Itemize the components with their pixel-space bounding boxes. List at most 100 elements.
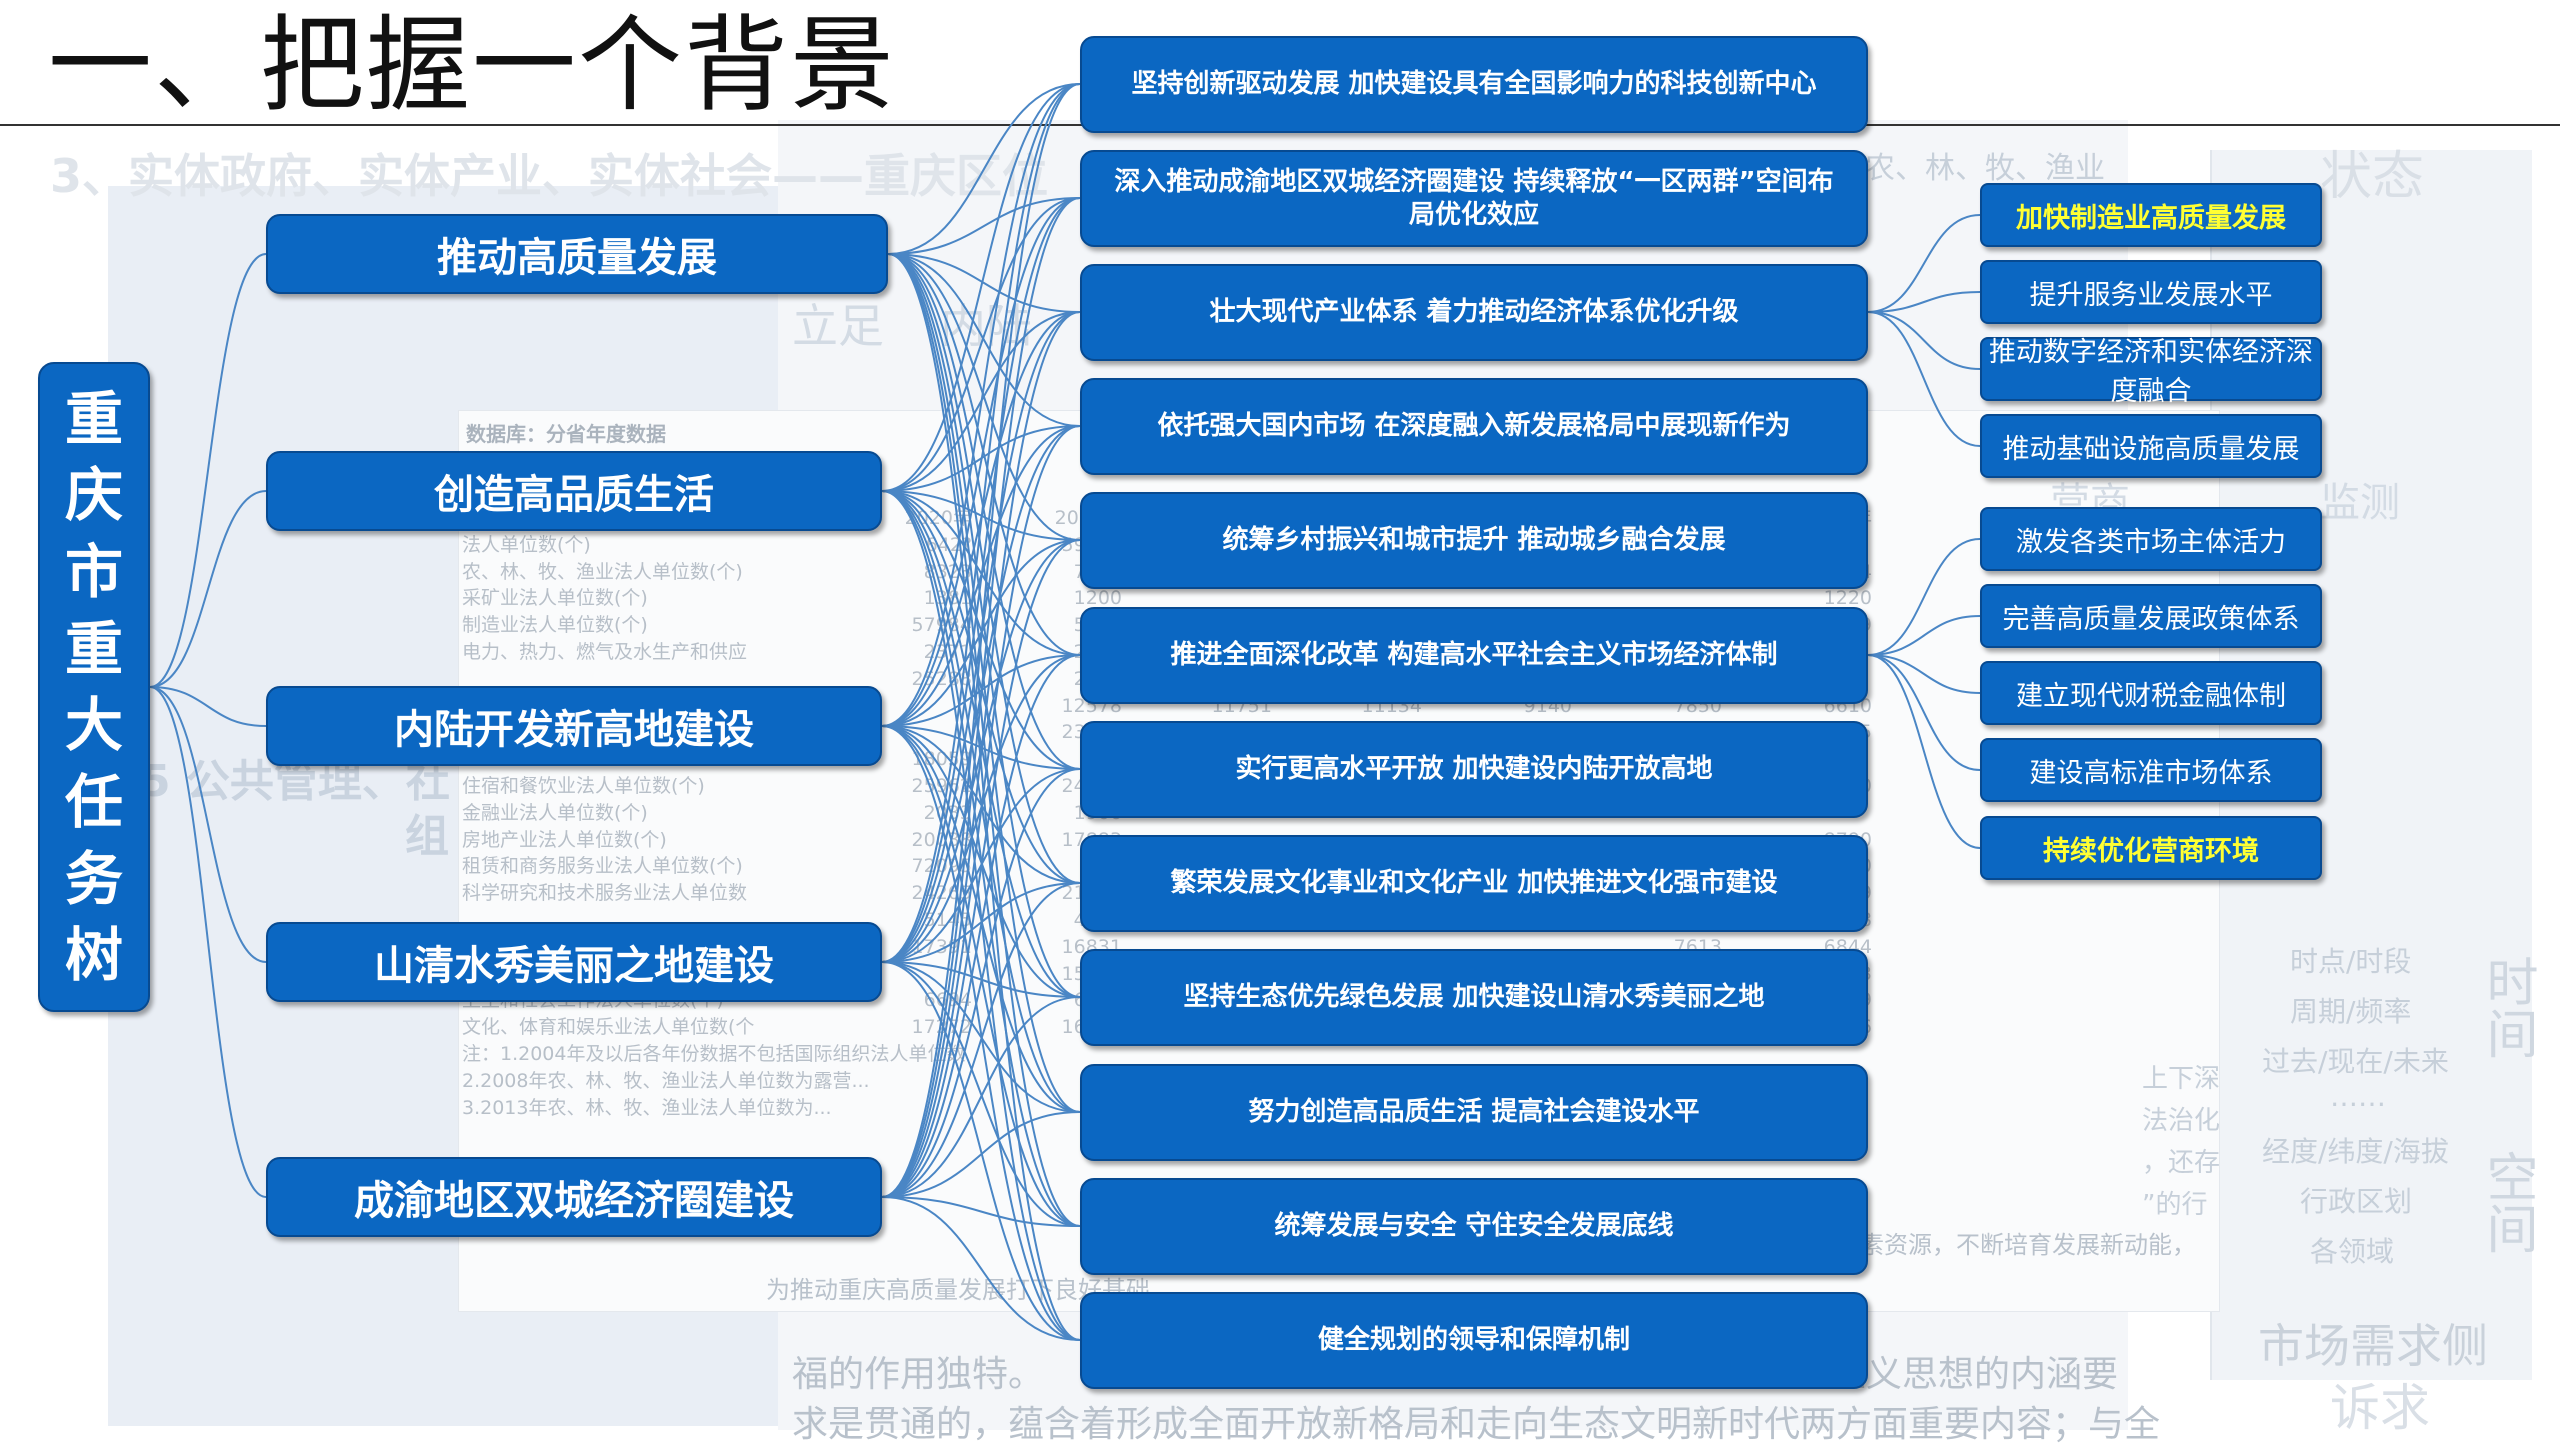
task-node-high-quality-life: 创造高品质生活 [266, 451, 882, 531]
bg-mid-text: 素资源，不断培育发展新动能， [1860, 1231, 2196, 1259]
connector-task-to-plan [887, 253, 1081, 656]
task-node-chengyu-circle: 成渝地区双城经济圈建设 [266, 1157, 882, 1237]
connector-plan-to-detail [1867, 311, 1981, 370]
connector-task-to-plan [881, 83, 1081, 492]
connector-task-to-plan [887, 253, 1081, 1227]
connector-task-to-plan [887, 253, 1081, 1341]
bg-lower-text: 主义思想的内涵要 [1830, 1354, 2119, 1395]
connector-plan-to-detail [1867, 654, 1981, 849]
connector-task-to-plan [881, 425, 1081, 1198]
root-char: 重 [64, 384, 123, 453]
bg-right-fragment: 法治化 [2142, 1106, 2221, 1136]
connector-task-to-plan [887, 197, 1081, 255]
task-node-beautiful-land: 山清水秀美丽之地建设 [266, 922, 882, 1002]
connector-task-to-plan [881, 768, 1081, 963]
connector-task-to-plan [881, 961, 1081, 998]
detail-node-manufacturing: 加快制造业高质量发展 [1980, 183, 2322, 247]
connector-task-to-plan [881, 654, 1081, 1198]
connector-root-to-task [149, 490, 267, 688]
root-char: 树 [64, 921, 123, 990]
connector-task-to-plan [881, 197, 1081, 1198]
plan-node-urban-rural: 统筹乡村振兴和城市提升 推动城乡融合发展 [1080, 492, 1868, 589]
connector-task-to-plan [881, 311, 1081, 492]
connector-task-to-plan [881, 1111, 1081, 1198]
plan-node-innovation: 坚持创新驱动发展 加快建设具有全国影响力的科技创新中心 [1080, 36, 1868, 133]
plan-node-quality-life: 努力创造高品质生活 提高社会建设水平 [1080, 1064, 1868, 1161]
bg-right-fragment: 上下深 [2142, 1064, 2221, 1094]
plan-node-domestic-market: 依托强大国内市场 在深度融入新发展格局中展现新作为 [1080, 378, 1868, 475]
connector-task-to-plan [881, 83, 1081, 963]
detail-node-business-environment: 持续优化营商环境 [1980, 816, 2322, 880]
bg-panel-left [108, 186, 798, 1426]
connector-task-to-plan [881, 311, 1081, 1198]
connector-task-to-plan [881, 654, 1081, 727]
detail-node-fiscal-finance: 建立现代财税金融体制 [1980, 661, 2322, 725]
connector-task-to-plan [881, 311, 1081, 963]
connector-task-to-plan [887, 253, 1081, 313]
connector-root-to-task [149, 686, 267, 727]
bg-lower-text: 求是贯通的，蕴含着形成全面开放新格局和走向生态文明新时代两方面重要内容；与全 [792, 1404, 2161, 1445]
bg-side-row: 过去/现在/未来 [2262, 1045, 2449, 1078]
connector-task-to-plan [887, 253, 1081, 884]
detail-node-market-system: 建设高标准市场体系 [1980, 738, 2322, 802]
root-node: 重 庆 市 重 大 任 务 树 [38, 362, 150, 1012]
connector-task-to-plan [887, 253, 1081, 541]
bg-side-row: 经度/纬度/海拔 [2262, 1135, 2449, 1168]
connector-task-to-plan [881, 725, 1081, 1113]
connector-task-to-plan [887, 253, 1081, 427]
root-char: 重 [64, 614, 123, 683]
connector-root-to-task [149, 253, 267, 688]
bg-label-market: 市场需求侧 [2258, 1319, 2488, 1373]
root-char: 大 [64, 691, 123, 760]
detail-node-market-players: 激发各类市场主体活力 [1980, 507, 2322, 571]
bg-label-kongjian: 空间 [2477, 1150, 2537, 1254]
connector-task-to-plan [881, 490, 1081, 541]
detail-node-infrastructure: 推动基础设施高质量发展 [1980, 414, 2322, 478]
bg-side-row: 各领域 [2310, 1235, 2395, 1268]
connector-plan-to-detail [1867, 654, 1981, 694]
connector-task-to-plan [881, 539, 1081, 963]
plan-node-security: 统筹发展与安全 守住安全发展底线 [1080, 1178, 1868, 1275]
connector-task-to-plan [881, 882, 1081, 963]
connector-task-to-plan [881, 996, 1081, 1198]
plan-node-chengyu-spatial: 深入推动成渝地区双城经济圈建设 持续释放“一区两群”空间布局优化效应 [1080, 150, 1868, 247]
connector-task-to-plan [881, 1196, 1081, 1341]
detail-node-digital-economy: 推动数字经济和实体经济深度融合 [1980, 337, 2322, 407]
connector-task-to-plan [881, 490, 1081, 770]
bg-label-jiance: 监测 [2320, 480, 2400, 526]
connector-task-to-plan [881, 197, 1081, 492]
connector-task-to-plan [881, 311, 1081, 727]
connector-task-to-plan [881, 197, 1081, 963]
detail-node-policy-system: 完善高质量发展政策体系 [1980, 584, 2322, 648]
connector-task-to-plan [881, 961, 1081, 1227]
connector-task-to-plan [881, 490, 1081, 656]
connector-root-to-task [149, 686, 267, 963]
connector-task-to-plan [881, 425, 1081, 492]
root-char: 务 [64, 844, 123, 913]
connector-task-to-plan [887, 253, 1081, 998]
connector-task-to-plan [881, 725, 1081, 884]
connector-task-to-plan [881, 725, 1081, 1227]
plan-node-industry-system: 壮大现代产业体系 着力推动经济体系优化升级 [1080, 264, 1868, 361]
bg-table-caption: 数据库：分省年度数据 [466, 422, 666, 446]
bg-left-fragment-2: 组 [405, 811, 449, 862]
connector-root-to-task [149, 686, 267, 1198]
bg-side-row: 行政区划 [2300, 1185, 2413, 1218]
connector-plan-to-detail [1867, 538, 1981, 656]
connector-plan-to-detail [1867, 311, 1981, 447]
connector-plan-to-detail [1867, 291, 1981, 313]
bg-label-suqiu: 诉求 [2330, 1379, 2430, 1437]
bg-label-neilu: 内陆 [940, 299, 1032, 353]
root-char: 庆 [64, 461, 123, 530]
root-char: 任 [64, 767, 123, 836]
bg-label-lizu: 立足 [792, 299, 884, 353]
connector-task-to-plan [881, 1196, 1081, 1227]
connector-task-to-plan [881, 654, 1081, 963]
connector-task-to-plan [881, 490, 1081, 998]
plan-node-culture: 繁荣发展文化事业和文化产业 加快推进文化强市建设 [1080, 835, 1868, 932]
connector-task-to-plan [881, 725, 1081, 1341]
bg-label-shijian: 时间 [2477, 955, 2537, 1059]
connector-task-to-plan [881, 490, 1081, 1341]
connector-plan-to-detail [1867, 214, 1981, 313]
connector-task-to-plan [881, 83, 1081, 727]
